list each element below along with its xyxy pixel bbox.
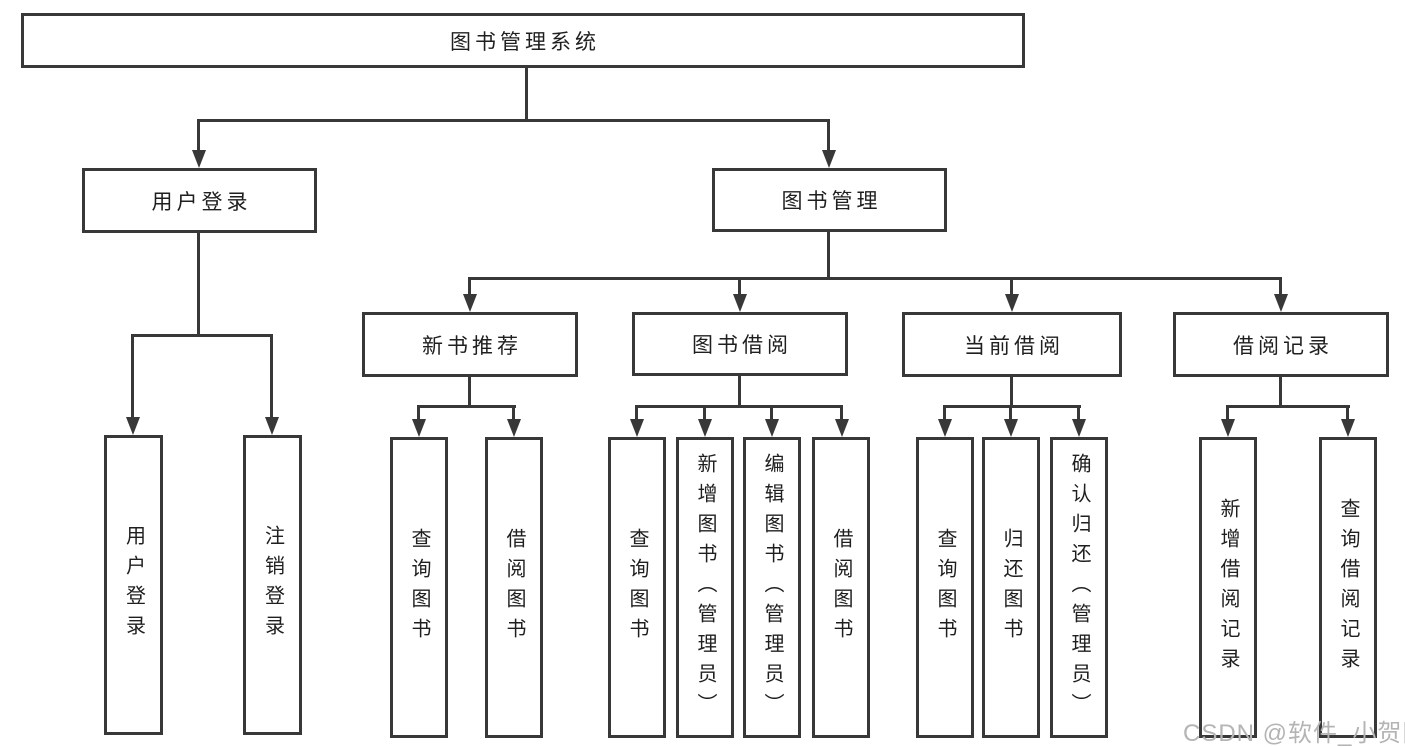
node-book-management: 图书管理 — [712, 168, 947, 232]
connector-to-user-login — [197, 119, 200, 152]
connector-stub — [1226, 405, 1229, 421]
node-root-label: 图书管理系统 — [450, 30, 600, 54]
leaf-confirm-return-admin: 确认归还（管理员） — [1050, 437, 1108, 738]
arrow-down-icon — [1004, 419, 1018, 437]
leaf-query-books-borrow-label: 查询图书 — [626, 527, 648, 648]
connector-recommend-trunk — [468, 377, 471, 408]
arrow-down-icon — [733, 294, 747, 312]
arrow-down-icon — [507, 419, 521, 437]
arrow-down-icon — [265, 417, 279, 435]
node-borrow-records: 借阅记录 — [1173, 312, 1389, 377]
leaf-borrow-books-recommend-label: 借阅图书 — [503, 527, 525, 648]
leaf-query-books-current: 查询图书 — [916, 437, 974, 738]
leaf-borrow-books-recommend: 借阅图书 — [485, 437, 543, 738]
connector-current-bar — [943, 405, 1081, 408]
leaf-return-book-label: 归还图书 — [1000, 527, 1022, 648]
leaf-query-borrow-record: 查询借阅记录 — [1319, 437, 1377, 738]
node-book-management-label: 图书管理 — [781, 190, 882, 213]
arrow-down-icon — [463, 294, 477, 312]
leaf-add-book-admin: 新增图书（管理员） — [676, 437, 734, 738]
arrow-down-icon — [1072, 419, 1086, 437]
connector-stub — [417, 405, 420, 421]
arrow-down-icon — [1221, 419, 1235, 437]
connector-recommend-bar — [417, 405, 516, 408]
connector-to-book-management — [827, 119, 830, 152]
connector-to-new-book-recommend — [468, 277, 471, 297]
arrow-down-icon — [1005, 294, 1019, 312]
arrow-down-icon — [835, 419, 849, 437]
arrow-down-icon — [822, 150, 836, 168]
node-book-borrow: 图书借阅 — [632, 312, 848, 376]
arrow-down-icon — [938, 419, 952, 437]
leaf-query-books-recommend-label: 查询图书 — [408, 527, 430, 648]
leaf-query-borrow-record-label: 查询借阅记录 — [1337, 497, 1359, 678]
connector-records-trunk — [1279, 377, 1282, 408]
connector-to-leaf-user-login — [131, 334, 134, 418]
connector-stub — [1077, 405, 1080, 421]
connector-stub — [703, 405, 706, 421]
connector-root-bar — [198, 119, 829, 122]
connector-stub — [512, 405, 515, 421]
leaf-user-login: 用户登录 — [104, 435, 163, 735]
leaf-return-book: 归还图书 — [982, 437, 1040, 738]
node-current-borrow-label: 当前借阅 — [964, 334, 1064, 358]
leaf-user-login-label: 用户登录 — [122, 525, 145, 645]
connector-borrow-trunk — [738, 376, 741, 408]
arrow-down-icon — [1341, 419, 1355, 437]
leaf-edit-book-admin-label: 编辑图书（管理员） — [761, 452, 783, 723]
leaf-borrow-books-2-label: 借阅图书 — [830, 527, 852, 648]
connector-to-book-borrow — [738, 277, 741, 297]
connector-stub — [943, 405, 946, 421]
connector-borrow-bar — [635, 405, 843, 408]
connector-stub — [635, 405, 638, 421]
node-book-borrow-label: 图书借阅 — [692, 334, 792, 357]
node-new-book-recommend: 新书推荐 — [362, 312, 578, 377]
arrow-down-icon — [126, 417, 140, 435]
node-user-login-label: 用户登录 — [151, 190, 252, 214]
connector-to-leaf-logout — [270, 334, 273, 418]
connector-to-borrow-records — [1279, 277, 1282, 297]
leaf-add-book-admin-label: 新增图书（管理员） — [694, 452, 716, 723]
leaf-borrow-books-2: 借阅图书 — [812, 437, 870, 738]
connector-user-login-bar — [131, 334, 273, 337]
leaf-query-books-borrow: 查询图书 — [608, 437, 666, 738]
connector-current-trunk — [1010, 377, 1013, 408]
arrow-down-icon — [192, 150, 206, 168]
arrow-down-icon — [412, 419, 426, 437]
arrow-down-icon — [698, 419, 712, 437]
node-borrow-records-label: 借阅记录 — [1233, 334, 1333, 358]
leaf-query-books-recommend: 查询图书 — [390, 437, 448, 738]
connector-stub — [770, 405, 773, 421]
connector-book-management-trunk — [827, 232, 830, 280]
node-user-login: 用户登录 — [82, 168, 317, 233]
node-current-borrow: 当前借阅 — [902, 312, 1122, 377]
leaf-edit-book-admin: 编辑图书（管理员） — [743, 437, 801, 738]
leaf-add-borrow-record-label: 新增借阅记录 — [1217, 497, 1239, 678]
leaf-query-books-current-label: 查询图书 — [934, 527, 956, 648]
leaf-confirm-return-admin-label: 确认归还（管理员） — [1068, 452, 1090, 723]
arrow-down-icon — [765, 419, 779, 437]
connector-user-login-trunk — [197, 233, 200, 337]
connector-stub — [1009, 405, 1012, 421]
leaf-add-borrow-record: 新增借阅记录 — [1199, 437, 1257, 738]
connector-to-current-borrow — [1010, 277, 1013, 297]
node-new-book-recommend-label: 新书推荐 — [422, 334, 522, 358]
connector-book-management-bar — [468, 277, 1282, 280]
connector-stub — [1346, 405, 1349, 421]
connector-root-trunk — [525, 68, 528, 121]
leaf-logout: 注销登录 — [243, 435, 302, 735]
node-root: 图书管理系统 — [21, 13, 1025, 68]
csdn-watermark: CSDN @软件_小贺同学 — [1183, 720, 1405, 747]
arrow-down-icon — [1274, 294, 1288, 312]
connector-records-bar — [1226, 405, 1350, 408]
connector-stub — [840, 405, 843, 421]
arrow-down-icon — [630, 419, 644, 437]
leaf-logout-label: 注销登录 — [261, 525, 284, 645]
